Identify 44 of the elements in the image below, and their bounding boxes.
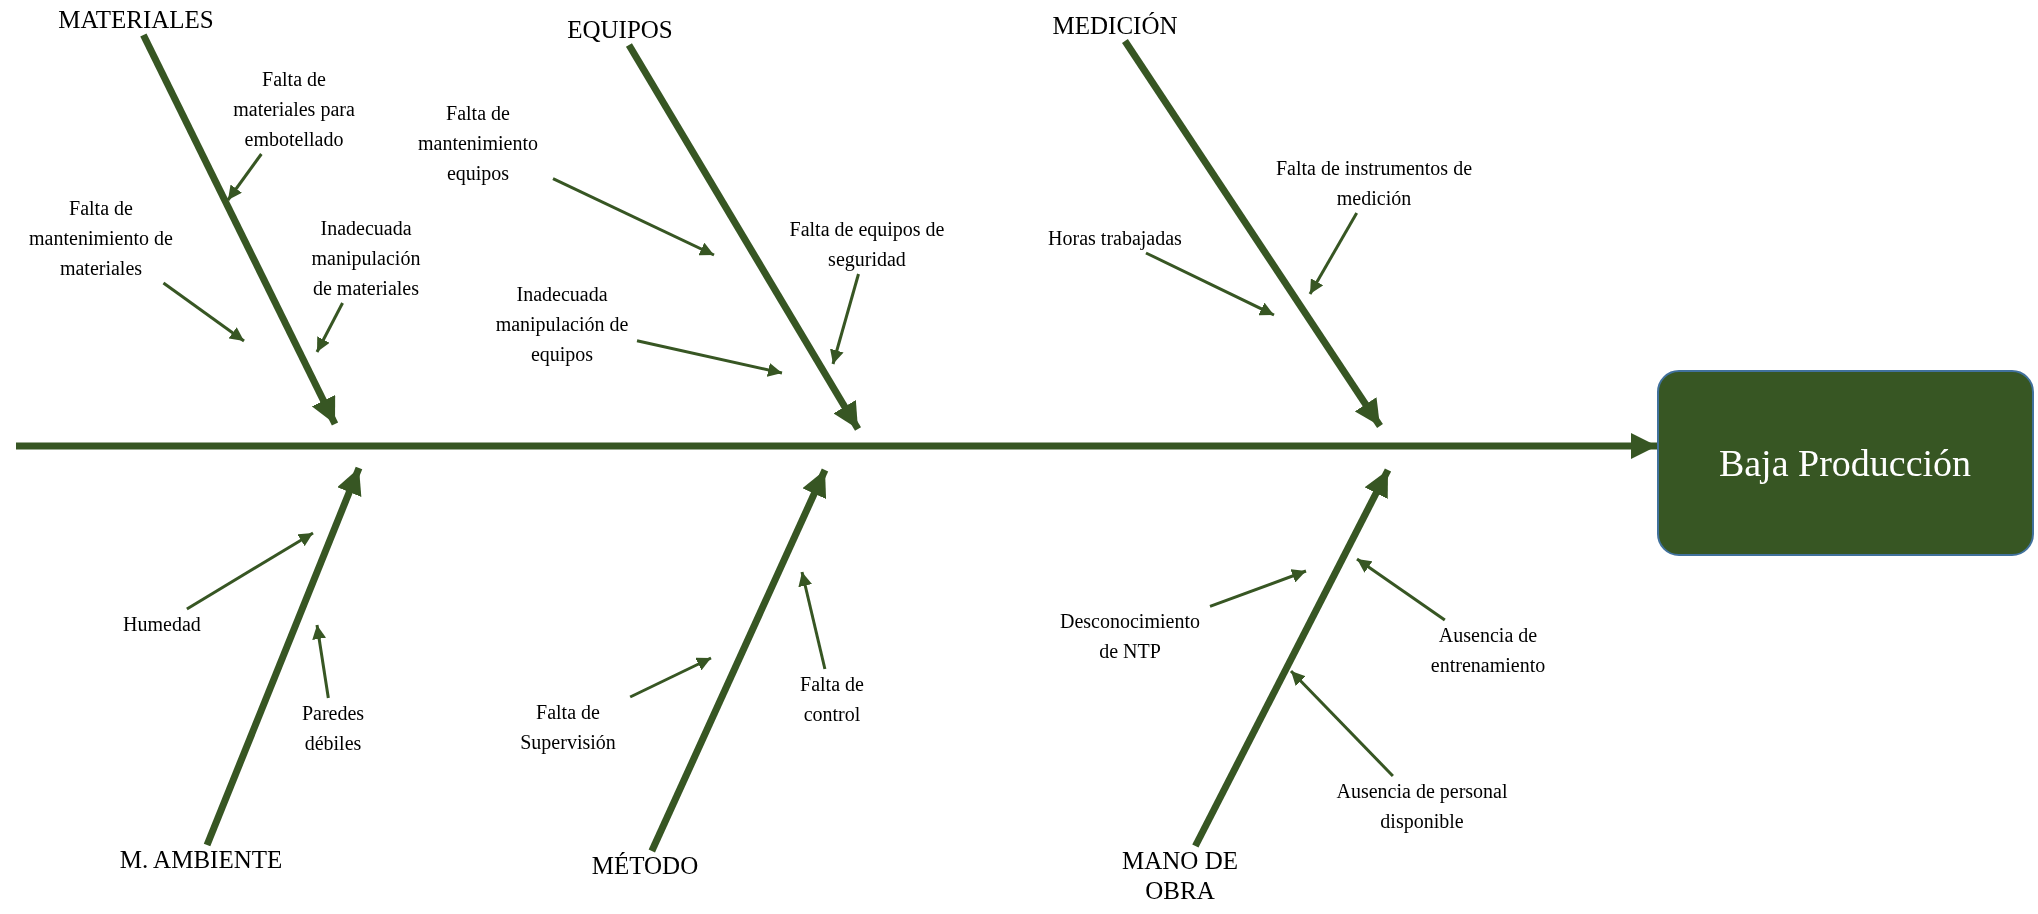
cause-label: Paredes débiles xyxy=(288,698,378,758)
cause-label: Falta de mantenimiento de materiales xyxy=(16,193,186,283)
cause-label: Ausencia de entrenamiento xyxy=(1418,620,1558,680)
arrow xyxy=(1192,468,1392,848)
arrow xyxy=(552,177,715,257)
category-label: EQUIPOS xyxy=(545,15,695,45)
arrow xyxy=(798,571,827,670)
arrow xyxy=(1308,212,1358,295)
arrow xyxy=(203,466,363,847)
cause-label: Desconocimiento de NTP xyxy=(1050,606,1210,666)
arrow xyxy=(162,281,245,343)
cause-label: Horas trabajadas xyxy=(1030,223,1200,253)
category-label: MEDICIÓN xyxy=(1035,11,1195,41)
arrow xyxy=(226,153,263,201)
arrow xyxy=(636,339,783,377)
category-label: M. AMBIENTE xyxy=(91,845,311,875)
effect-label: Baja Producción xyxy=(1718,441,1972,485)
cause-label: Falta de Supervisión xyxy=(503,697,633,757)
arrow xyxy=(140,33,339,426)
category-label: MÉTODO xyxy=(570,851,720,881)
arrow xyxy=(186,531,314,611)
arrow xyxy=(1289,669,1394,778)
arrow xyxy=(1122,39,1383,428)
arrow xyxy=(830,273,860,365)
cause-label: Falta de control xyxy=(787,669,877,729)
arrow xyxy=(312,624,330,699)
arrow xyxy=(315,302,344,353)
cause-label: Humedad xyxy=(112,609,212,639)
arrow xyxy=(1209,569,1307,608)
arrow xyxy=(648,468,829,853)
cause-label: Falta de materiales para embotellado xyxy=(219,64,369,154)
arrow xyxy=(1145,251,1275,317)
cause-label: Falta de mantenimiento equipos xyxy=(403,98,553,188)
arrow xyxy=(625,43,861,431)
cause-label: Falta de instrumentos de medición xyxy=(1264,153,1484,213)
category-label: MATERIALES xyxy=(36,5,236,35)
arrow xyxy=(629,656,712,699)
category-label: MANO DE OBRA xyxy=(1115,846,1245,906)
cause-label: Inadecuada manipulación de materiales xyxy=(302,213,430,303)
effect-box xyxy=(1656,370,2034,556)
cause-label: Ausencia de personal disponible xyxy=(1322,776,1522,836)
cause-label: Inadecuada manipulación de equipos xyxy=(487,279,637,369)
cause-label: Falta de equipos de seguridad xyxy=(782,214,952,274)
arrow xyxy=(1356,557,1446,622)
